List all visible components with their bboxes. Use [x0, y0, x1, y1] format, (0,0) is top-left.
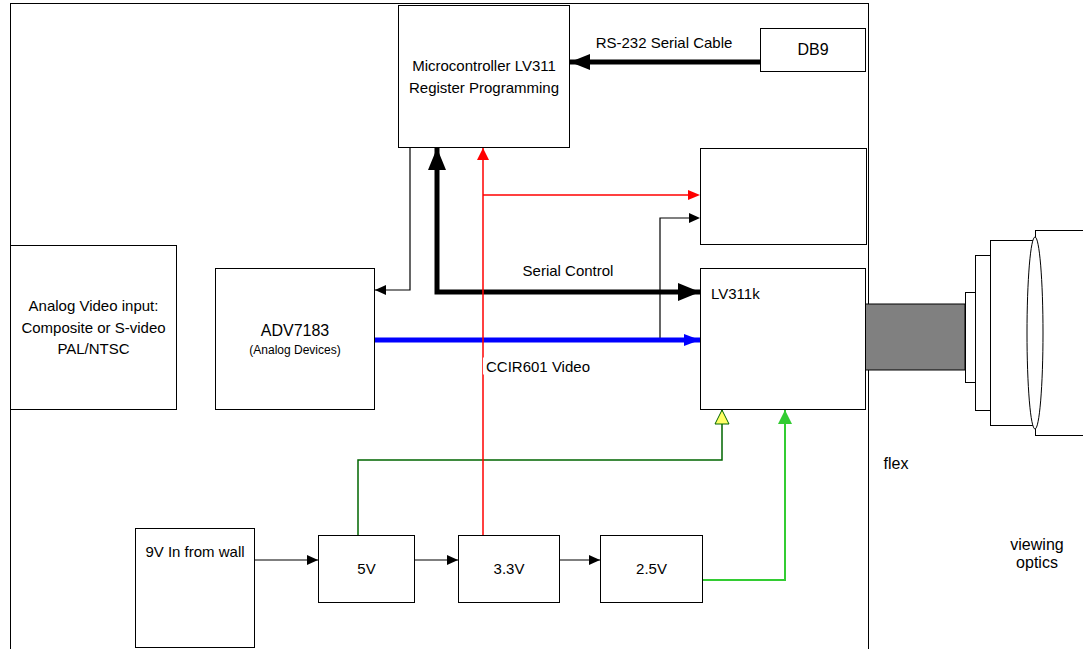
input-box: Analog Video input: Composite or S-video…: [10, 245, 177, 410]
connector-box: DB9: [760, 28, 866, 72]
edge-label: Serial Control: [520, 262, 617, 279]
node-text: Analog Video input: Composite or S-video…: [15, 295, 172, 360]
controller-box: Microcontroller LV311 Register Programmi…: [398, 5, 570, 148]
node-text: ADV7183: [261, 319, 330, 342]
3v3-supply-wire: [482, 148, 484, 535]
node-text: 2.5V: [636, 558, 667, 580]
power-input-box: 9V In from wall: [135, 528, 255, 648]
board-outline: [11, 4, 869, 649]
serial-control-bus: [437, 148, 700, 292]
optics-mount: [966, 293, 976, 383]
lens: [1027, 237, 1043, 429]
edge-label: CCIR601 Video: [483, 358, 593, 375]
serial-cable-arrow: [570, 60, 760, 65]
power-wire: [255, 559, 318, 560]
2v5-supply-wire: [703, 410, 785, 580]
video-branch-wire: [660, 218, 690, 338]
arrow-head: [689, 213, 700, 223]
node-text: (Analog Devices): [249, 342, 340, 359]
regulator-box: 5V: [318, 535, 415, 603]
node-text: Microcontroller LV311 Register Programmi…: [403, 55, 565, 99]
part-label: flex: [876, 455, 916, 473]
regulator-box: 3.3V: [458, 535, 560, 603]
control-wire: [375, 148, 410, 290]
video-bus: [375, 338, 700, 343]
unlabeled-box: [701, 149, 867, 245]
display-box: LV311k: [700, 268, 866, 410]
part-label: viewing optics: [996, 536, 1078, 572]
node-text: 9V In from wall: [145, 541, 244, 563]
decoder-box: ADV7183(Analog Devices): [215, 268, 375, 410]
regulator-box: 2.5V: [600, 535, 703, 603]
power-branch-wire: [483, 194, 688, 196]
node-text: 5V: [357, 558, 375, 580]
power-wire: [560, 559, 600, 560]
node-text: 3.3V: [494, 558, 525, 580]
arrow-head: [688, 190, 700, 200]
edge-label: RS-232 Serial Cable: [593, 34, 736, 51]
node-text: LV311k: [711, 283, 760, 305]
5v-supply-wire: [358, 410, 722, 535]
power-wire: [415, 559, 458, 560]
optics-ring: [976, 256, 991, 411]
node-text: DB9: [797, 38, 828, 61]
